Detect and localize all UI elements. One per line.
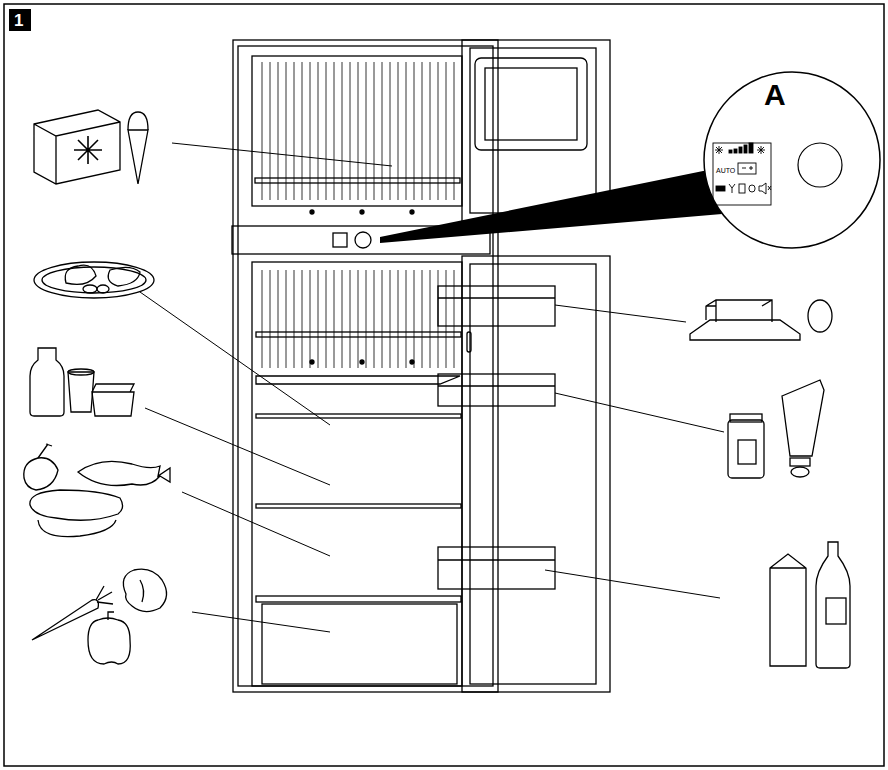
vegetable-icons [32,569,167,664]
figure-frame [4,4,884,766]
frozen-food-icons [34,110,148,184]
control-panel-detail [713,143,842,205]
plate-icon [34,262,154,298]
fridge-body [232,40,498,692]
leader-lines [140,143,724,632]
callout-letter: A [764,80,786,110]
dairy-icons [30,348,134,416]
callout-circle [704,72,880,248]
butter-egg-icons [690,300,832,340]
drink-icons [770,542,850,668]
mode-label: AUTO [716,167,735,174]
jar-tube-icons [728,380,824,478]
figure-number-box [9,9,31,31]
callout-wedge [380,170,722,243]
meat-fish-icons [24,444,170,537]
figure-number: 1 [14,12,23,29]
open-doors [438,40,610,692]
